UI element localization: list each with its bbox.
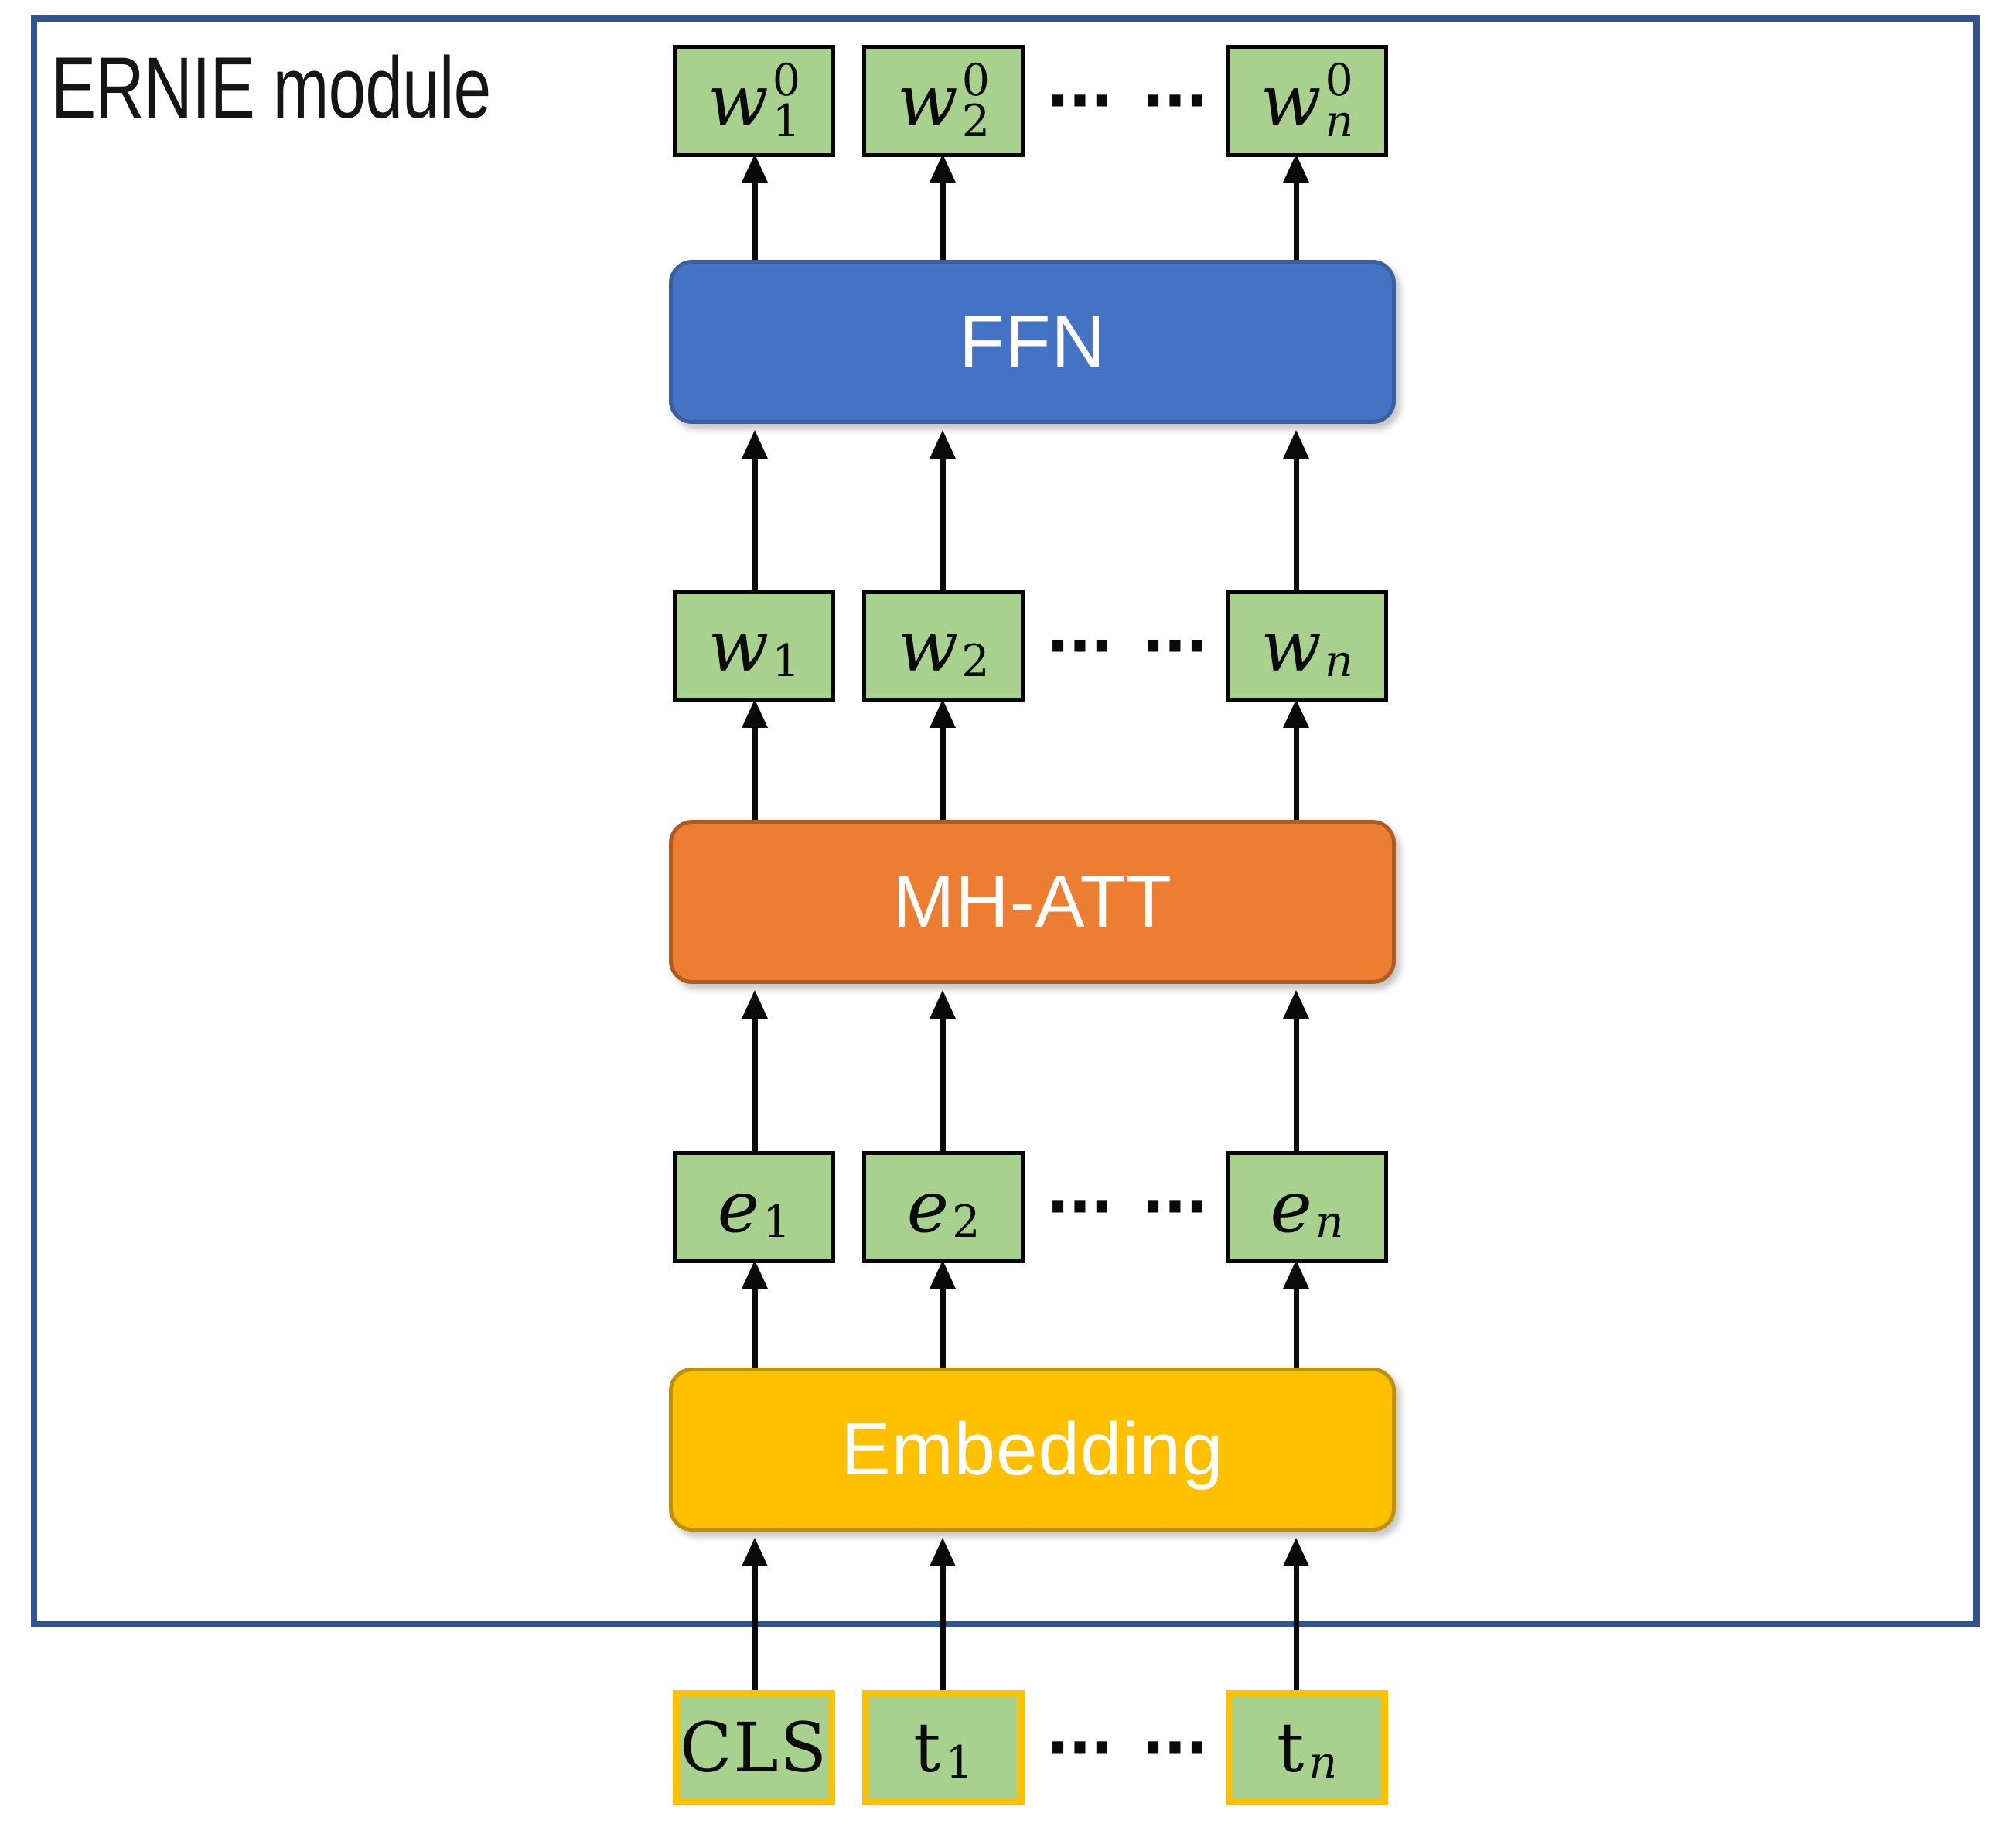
embedding-label: Embedding: [841, 1408, 1224, 1491]
embedding-block: Embedding: [669, 1368, 1396, 1532]
arrow-mhatt-to-w1-head: [742, 699, 768, 728]
t-n-sub: n: [1308, 1737, 1338, 1788]
w-n-sub: n: [1325, 636, 1353, 687]
w0-2-base: w: [896, 59, 958, 142]
mh-att-label: MH-ATT: [892, 860, 1172, 943]
arrow-ffn-to-w0-n-head: [1283, 154, 1309, 183]
output-box-w0-1: w 0 1: [673, 45, 835, 157]
arrow-ffn-to-w0-2-line: [940, 179, 946, 260]
w-1-sub: 1: [772, 636, 800, 687]
ellipsis-w-row: ··· ···: [1046, 610, 1209, 682]
arrow-e1-to-mhatt-line: [752, 1015, 758, 1151]
w-1-base: w: [708, 604, 769, 688]
arrow-embedding-to-e1-head: [742, 1260, 768, 1289]
w0-1-base: w: [707, 59, 769, 142]
w-2-base: w: [897, 604, 959, 688]
frame-title: ERNIE module: [51, 39, 491, 136]
w-n-base: w: [1260, 604, 1322, 688]
arrow-ffn-to-w0-2-head: [930, 154, 956, 183]
arrow-embedding-to-e1-line: [752, 1285, 758, 1368]
ellipsis-e-row: ··· ···: [1046, 1171, 1209, 1243]
token-box-t-n: t n: [1226, 1690, 1388, 1805]
cls-label: CLS: [679, 1707, 829, 1788]
arrow-embedding-to-e2-line: [940, 1285, 946, 1368]
arrow-e1-to-mhatt-head: [742, 990, 768, 1019]
hidden-box-w-n: w n: [1226, 590, 1388, 702]
e-2-sub: 2: [952, 1197, 981, 1248]
arrow-en-to-mhatt-line: [1294, 1015, 1299, 1151]
w0-n-sub: n: [1325, 95, 1354, 147]
arrow-t1-to-embedding-line: [940, 1562, 946, 1690]
w-2-sub: 2: [961, 636, 990, 687]
arrow-w2-to-ffn-head: [930, 430, 956, 459]
w0-n-sup: 0: [1325, 55, 1353, 107]
arrow-ffn-to-w0-1-line: [752, 179, 758, 260]
e-2-base: e: [906, 1165, 950, 1248]
t-n-base: t: [1276, 1707, 1306, 1788]
arrow-e2-to-mhatt-head: [930, 990, 956, 1019]
arrow-mhatt-to-w2-line: [940, 724, 946, 820]
arrow-e2-to-mhatt-line: [940, 1015, 946, 1151]
t-1-sub: 1: [945, 1737, 974, 1788]
e-1-base: e: [717, 1165, 760, 1248]
arrow-t1-to-embedding-head: [930, 1538, 956, 1566]
arrow-mhatt-to-wn-line: [1294, 724, 1299, 820]
arrow-tn-to-embedding-head: [1283, 1538, 1309, 1566]
arrow-embedding-to-en-head: [1283, 1260, 1309, 1289]
embedding-box-e-1: e 1: [673, 1151, 835, 1263]
ffn-block: FFN: [669, 260, 1396, 424]
arrow-ffn-to-w0-n-line: [1294, 179, 1299, 260]
arrow-wn-to-ffn-head: [1283, 430, 1309, 459]
w0-1-sup: 0: [772, 55, 800, 107]
ellipsis-w0-row: ··· ···: [1046, 65, 1209, 137]
w0-1-sub: 1: [772, 95, 800, 147]
arrow-wn-to-ffn-line: [1294, 455, 1299, 590]
output-box-w0-n: w 0 n: [1226, 45, 1388, 157]
arrow-tn-to-embedding-line: [1294, 1562, 1299, 1690]
arrow-en-to-mhatt-head: [1283, 990, 1309, 1019]
e-n-sub: n: [1315, 1197, 1344, 1248]
ernie-module-frame: [31, 15, 1980, 1627]
token-box-cls: CLS: [673, 1690, 835, 1805]
arrow-w1-to-ffn-line: [752, 455, 758, 590]
ffn-label: FFN: [959, 300, 1106, 383]
ellipsis-token-row: ··· ···: [1046, 1712, 1209, 1784]
e-1-sub: 1: [762, 1197, 791, 1248]
arrow-cls-to-embedding-head: [742, 1538, 768, 1566]
embedding-box-e-2: e 2: [862, 1151, 1025, 1263]
w0-n-base: w: [1260, 59, 1322, 142]
embedding-box-e-n: e n: [1226, 1151, 1388, 1263]
output-box-w0-2: w 0 2: [862, 45, 1025, 157]
token-box-t-1: t 1: [862, 1690, 1025, 1805]
w0-2-sup: 0: [961, 55, 990, 107]
arrow-w1-to-ffn-head: [742, 430, 768, 459]
arrow-mhatt-to-w1-line: [752, 724, 758, 820]
mh-att-block: MH-ATT: [669, 820, 1396, 984]
arrow-embedding-to-en-line: [1294, 1285, 1299, 1368]
arrow-mhatt-to-wn-head: [1283, 699, 1309, 728]
hidden-box-w-2: w 2: [862, 590, 1025, 702]
t-1-base: t: [913, 1707, 943, 1788]
arrow-w2-to-ffn-line: [940, 455, 946, 590]
arrow-cls-to-embedding-line: [752, 1562, 758, 1690]
arrow-mhatt-to-w2-head: [930, 699, 956, 728]
hidden-box-w-1: w 1: [673, 590, 835, 702]
arrow-ffn-to-w0-1-head: [742, 154, 768, 183]
e-n-base: e: [1270, 1165, 1312, 1248]
arrow-embedding-to-e2-head: [930, 1260, 956, 1289]
w0-2-sub: 2: [961, 95, 990, 147]
